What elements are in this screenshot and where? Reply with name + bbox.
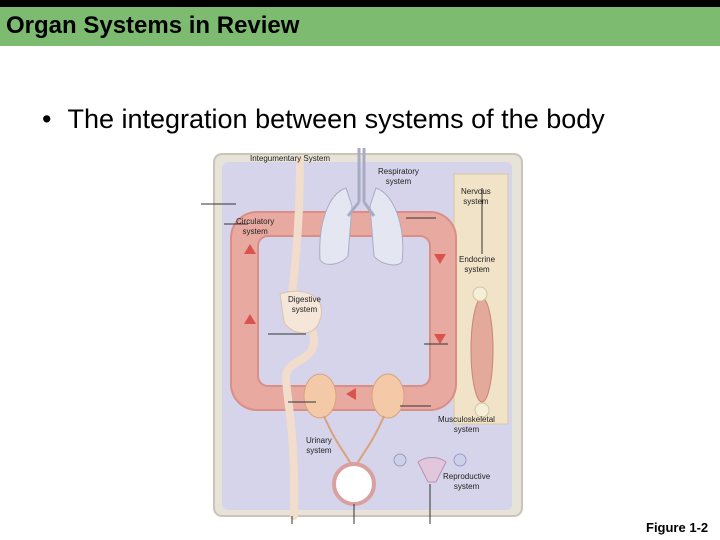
label-urinary: Urinary system: [306, 436, 332, 455]
ovary-left: [393, 453, 407, 467]
muscle: [470, 297, 494, 403]
title-bar: Organ Systems in Review: [0, 7, 720, 46]
left-kidney: [303, 373, 337, 419]
figure-caption: Figure 1-2: [646, 520, 709, 535]
label-digestive: Digestive system: [288, 295, 321, 314]
label-integumentary: Integumentary System: [250, 154, 331, 163]
organ-systems-diagram: [201, 148, 523, 524]
bone-joint-bottom: [474, 402, 490, 418]
label-musculoskeletal: Musculoskeletal system: [438, 415, 495, 434]
bullet-text: The integration between systems of the b…: [67, 104, 605, 134]
digestive-tract: [282, 156, 319, 520]
slide-title: Organ Systems in Review: [6, 12, 300, 39]
ovary-right: [453, 453, 467, 467]
stomach: [279, 290, 323, 334]
left-lung: [319, 187, 353, 265]
right-lung: [369, 187, 404, 266]
label-reproductive: Reproductive system: [443, 472, 491, 491]
label-nervous: Nervous system: [461, 187, 491, 206]
circulation-direction-arrows: [244, 244, 446, 400]
arrows: [201, 188, 483, 524]
bullet-point: • The integration between systems of the …: [42, 104, 605, 135]
trachea: [346, 148, 376, 217]
bladder: [332, 462, 376, 506]
bullet-dot: •: [42, 104, 52, 134]
bone-joint-top: [472, 286, 488, 302]
top-border: [0, 0, 720, 7]
label-endocrine: Endocrine system: [459, 255, 496, 274]
right-kidney: [371, 373, 405, 419]
label-circulatory: Circulatory system: [236, 217, 275, 236]
label-respiratory: Respiratory system: [378, 167, 419, 186]
uterus: [417, 457, 447, 483]
